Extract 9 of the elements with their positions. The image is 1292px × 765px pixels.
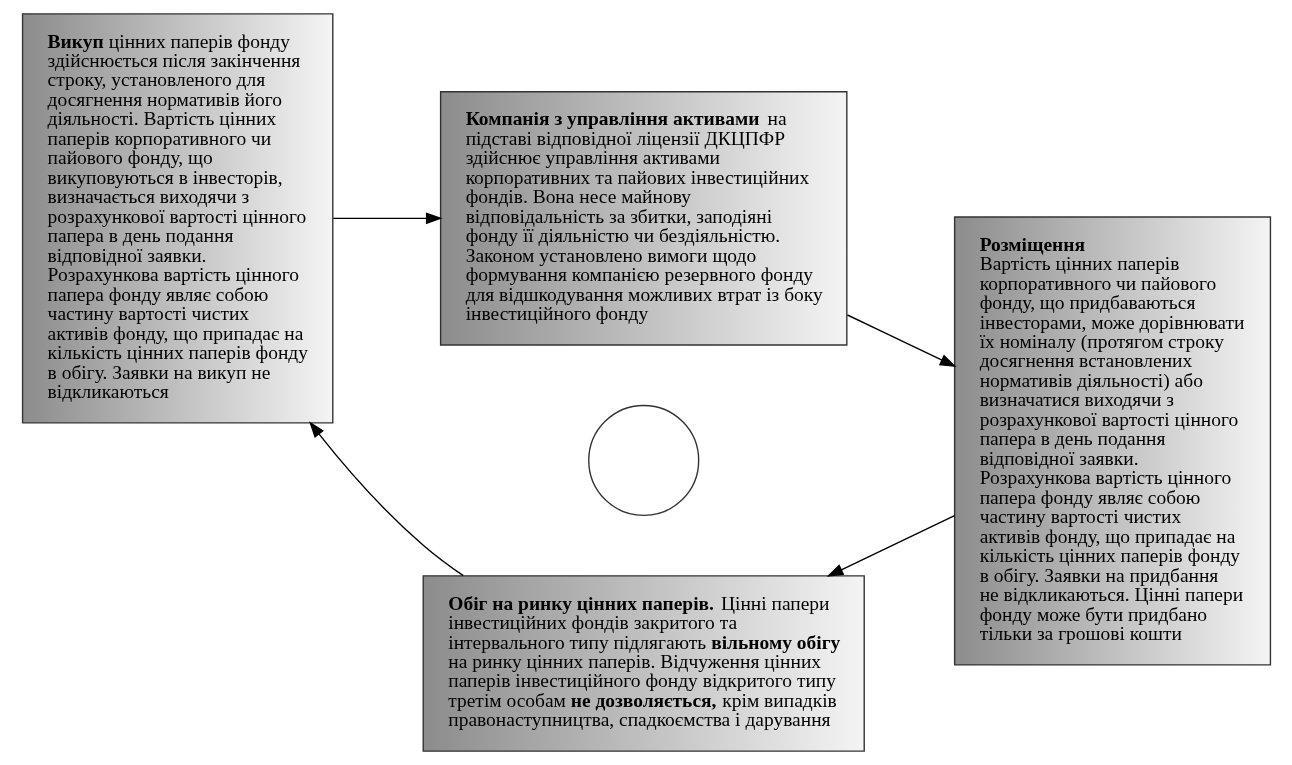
arrow <box>846 314 956 368</box>
node-box: Обіг на ринку цінних паперів. Цінні папери інвестиційних фондів закритого та інтервального типу підлягають вільному обігу на ринку цінних паперів. Відчуження цінних паперів інвестиційного фонду відкритого типу третім особам не дозволяється, крім випадків правонаступництва, спадкоємства і дарування <box>422 575 865 752</box>
arrow <box>826 515 955 577</box>
node-box: Компанія з управління активами на підставі відповідної ліцензії ДКЦПФР здійснює управління активами корпоративних та пайових інвестиційних фондів. Вона несе майнову відповідальність за збитки, заподіяні фонду її діяльністю чи бездіяльністю. Законом установлено вимоги щодо формування компанією резервного фонду для відшкодування можливих втрат із боку інвестиційного фонду <box>439 91 848 346</box>
node-box: Розміщення Вартість цінних паперів корпоративного чи пайового фонду, що придбаваються інвесторами, може дорівнювати їх номіналу (протягом строку досягнення встановлених нормативів діяльності) або визначатися виходячи з розрахункової вартості цінного папера в день подання відповідної заявки. Розрахункова вартість цінного папера фонду являє собою частину вартості чистих активів фонду, що припадає на кількість цінних паперів фонду в обігу. Заявки на придбання не відкликаються. Цінні папери фонду може бути придбано тільки за грошові кошти <box>953 216 1271 666</box>
arrow <box>332 212 443 225</box>
node-box: Викуп цінних паперів фонду здійснюється після закінчення строку, установленого для досягнення нормативів його діяльності. Вартість цінних паперів корпоративного чи пайового фонду, що викуповуються в інвесторів, визначається виходячи з розрахункової вартості цінного папера в день подання відповідної заявки. Розрахункова вартість цінного папера фонду являє собою частину вартості чистих активів фонду, що припадає на кількість цінних паперів фонду в обігу. Заявки на викуп не відкликаються <box>21 13 333 424</box>
node-circle <box>587 404 699 517</box>
arrow <box>308 421 464 577</box>
